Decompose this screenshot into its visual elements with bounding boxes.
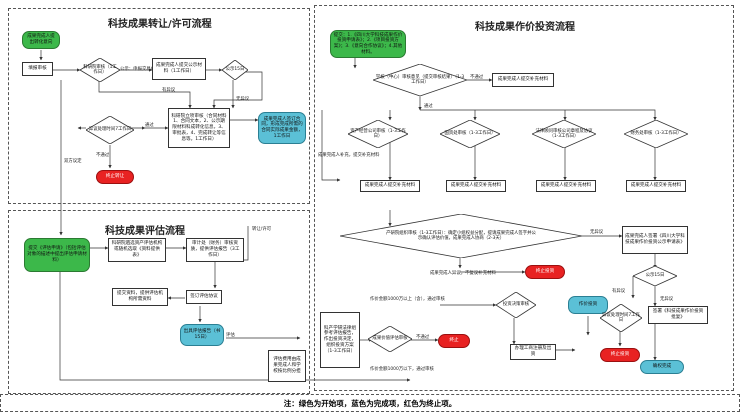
transfer-stop-node[interactable]: 终止转让 xyxy=(96,170,134,184)
transfer-reported-price-label: 公示：申报交易价格 xyxy=(120,67,160,72)
investment-big-review-label: 产研院组织审核（1-3工作日）：确定小组权益分配，提请成果完成人签字并公示确认评… xyxy=(386,230,536,241)
evaluation-agency-check-node[interactable]: 审计处（财务）审核资质，提供评估报告（3工作日） xyxy=(186,238,244,262)
investment-stop2-node[interactable]: 终止 xyxy=(438,334,470,348)
investment-no-objection-label: 无异议 xyxy=(660,297,674,302)
transfer-start-node[interactable]: 成果完成人提出转化意向 xyxy=(22,31,60,49)
investment-filing-node[interactable]: 办理工商注册及出资 xyxy=(510,344,556,360)
investment-tender-label: 投资决策审核 xyxy=(502,302,530,308)
investment-publicity-notice-node[interactable]: 成果完成人签署《四川大学科技成果作价投资公示申请表》 xyxy=(622,226,688,254)
investment-stop-top-node[interactable]: 终止投资 xyxy=(525,265,565,279)
investment-invest-node[interactable]: 作价投资 xyxy=(568,296,608,314)
evaluation-panel xyxy=(8,210,310,394)
transfer-dept-review-diamond[interactable]: 科研院审核（1工作日） xyxy=(80,58,120,82)
investment-publicity-label: 公示15日 xyxy=(645,273,665,279)
investment-big-review-diamond[interactable]: 产研院组织审核（1-3工作日）：确定小组权益分配，提请成果完成人签字并公示确认评… xyxy=(340,214,582,258)
investment-publicity-diamond[interactable]: 公示15日 xyxy=(633,266,677,286)
investment-investor-node[interactable]: 科产学研法律组参考评估报告，作出投资决定，组织投资方案（1-3工作日） xyxy=(320,312,360,368)
transfer-no-objection-label: 无异议 xyxy=(236,97,250,102)
evaluation-transfer-label: 转让/许可 xyxy=(252,227,272,232)
evaluation-sign-contract-node[interactable]: 签订评估协议 xyxy=(186,290,222,304)
investment-amount-lt-label: 作价金额1000万以下，通过审核 xyxy=(370,367,434,372)
transfer-objection-diamond[interactable]: 异议处理时间7工作日 xyxy=(86,116,134,144)
transfer-finish-node[interactable]: 成果完成人签订合同，形成完成所需的合同实际成果金额，1工作日 xyxy=(258,112,306,144)
investment-amount-gt-label: 作价金额1000万以上（含），通过审核 xyxy=(370,297,445,302)
investment-dept-b-label: 国资处审核（1-3工作日） xyxy=(444,131,496,137)
investment-start-node[interactable]: 提交：1.《四川大学科技成果作价投资申请表》；2.《项目投资方案》；3.《意向合… xyxy=(330,30,406,58)
investment-dept-a-diamond[interactable]: 资产经营公司审核（1-3工作日） xyxy=(348,120,408,148)
transfer-pass-label: 通过 xyxy=(145,123,154,128)
investment-supplement-label: 成果完成人补充，提交补充材料 xyxy=(318,153,380,158)
transfer-agreed-label: 双方议定 xyxy=(64,159,82,164)
investment-review-label: 评估 xyxy=(226,333,235,338)
investment-fund-not-pass-label: 不通过 xyxy=(470,75,484,80)
investment-no-objection-path-label: 无异议 xyxy=(590,230,604,235)
investment-dept-c-label: 法律顾问审核公司章程及协议（1-3工作日） xyxy=(535,128,593,139)
investment-dept-d-label: 财务处审核（1-3工作日） xyxy=(630,131,682,137)
investment-value-not-pass-label: 不通过 xyxy=(416,335,430,340)
transfer-not-pass-label: 不通过 xyxy=(96,153,110,158)
transfer-dept-review-label: 科研院审核（1工作日） xyxy=(83,64,117,75)
transfer-publicity-label: 公示15日 xyxy=(225,67,245,73)
investment-objection-diamond[interactable]: 异议处理时间7工作日 xyxy=(600,304,642,332)
investment-value-label: 成果价值评估审核 xyxy=(372,336,408,342)
transfer-objection-label: 异议处理时间7工作日 xyxy=(88,127,132,133)
legend-note: 注：绿色为开始项，蓝色为完成项，红色为终止项。 xyxy=(0,394,740,412)
investment-approve-node[interactable]: 签署《科技成果作价投资批复》 xyxy=(648,306,708,324)
investment-pass-label: 通过 xyxy=(424,104,433,109)
investment-supp-d-node[interactable]: 成果完成人提交补充材料 xyxy=(626,180,686,192)
investment-fund-review-diamond[interactable]: 学校（中心）审核意见（提交审核结果）（1-3工作日） xyxy=(373,64,467,96)
transfer-objection-path-label: 有异议 xyxy=(162,88,176,93)
transfer-fill-form-node[interactable]: 填报审核 xyxy=(22,62,53,76)
investment-tender-diamond[interactable]: 投资决策审核 xyxy=(496,292,536,318)
evaluation-select-agency-node[interactable]: 科研院遴选资产评估机构或随机选取《资料提供表》 xyxy=(108,238,166,262)
transfer-publicity-diamond[interactable]: 公示15日 xyxy=(222,60,248,80)
investment-dept-d-diamond[interactable]: 财务处审核（1-3工作日） xyxy=(624,120,688,148)
evaluation-title: 科技成果评估流程 xyxy=(105,226,185,237)
evaluation-start-node[interactable]: 提交《评估申请》（包括评估对象的描述中提出评估申请材料） xyxy=(24,238,90,272)
investment-finish-node[interactable]: 确权完成 xyxy=(640,360,684,374)
investment-supp-a-node[interactable]: 成果完成人提交补充材料 xyxy=(360,180,420,192)
investment-dept-a-label: 资产经营公司审核（1-3工作日） xyxy=(350,128,406,139)
transfer-panel xyxy=(8,8,310,204)
investment-objection-path-label: 成果完成人异议，不复议补充材料 xyxy=(430,271,496,276)
evaluation-submit-materials-node[interactable]: 提交资料，提供评估机构所需资料 xyxy=(112,288,168,306)
evaluation-report-node[interactable]: 出具评估报告（书15日） xyxy=(180,324,224,346)
investment-stop-red-node[interactable]: 终止投资 xyxy=(600,348,640,362)
evaluation-materials-note: 评估费用由成果完成人和学校按比例分担 xyxy=(268,350,306,382)
investment-supp-b-node[interactable]: 成果完成人提交补充材料 xyxy=(446,180,506,192)
investment-objection-label: 异议处理时间7工作日 xyxy=(602,312,640,323)
investment-fund-review-label: 学校（中心）审核意见（提交审核结果）（1-3工作日） xyxy=(375,74,465,85)
investment-fund-reject-node[interactable]: 成果完成人提交补充材料 xyxy=(492,73,554,87)
investment-value-diamond[interactable]: 成果价值评估审核 xyxy=(368,326,412,352)
investment-dept-b-diamond[interactable]: 国资处审核（1-3工作日） xyxy=(440,120,500,148)
investment-supp-c-node[interactable]: 成果完成人提交补充材料 xyxy=(536,180,596,192)
transfer-price-result-node[interactable]: 成果完成人提交公示材料（1工作日） xyxy=(152,58,206,80)
investment-title: 科技成果作价投资流程 xyxy=(475,22,575,33)
investment-has-objection-label: 有异议 xyxy=(612,289,626,294)
investment-panel xyxy=(314,5,734,391)
transfer-title: 科技成果转让/许可流程 xyxy=(108,19,212,30)
transfer-contract-review-node[interactable]: 科研院立项审核（合同材料1、合同文本，2、公示期限材料科成转化信息，3、审批表，… xyxy=(168,108,230,148)
investment-dept-c-diamond[interactable]: 法律顾问审核公司章程及协议（1-3工作日） xyxy=(532,120,596,148)
